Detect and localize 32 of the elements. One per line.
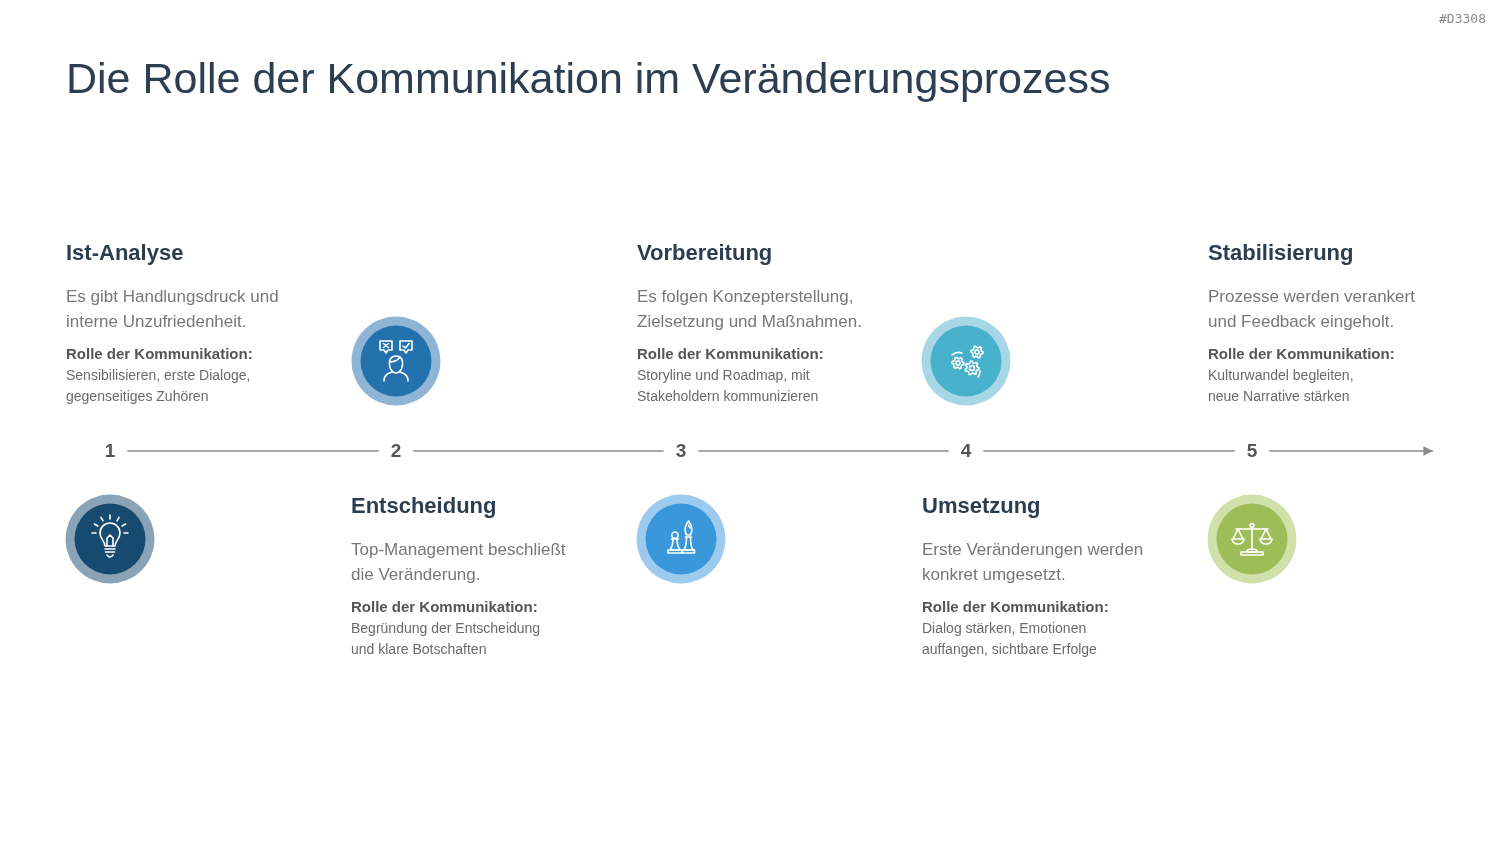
role-text: Dialog stärken, Emotionen auffangen, sichtbare Erfolge: [922, 619, 1098, 659]
reference-code: #D3308: [1439, 11, 1486, 27]
step-number: 1: [104, 441, 116, 461]
step-heading: Vorbereitung: [637, 240, 773, 266]
step-description: Es gibt Handlungsdruck und interne Unzufriedenheit.: [66, 286, 280, 333]
role-label: Rolle der Kommunikation:: [922, 597, 1109, 617]
step-number: 2: [390, 441, 402, 461]
role-label: Rolle der Kommunikation:: [66, 344, 253, 364]
step-heading: Stabilisierung: [1208, 240, 1354, 266]
connector-line: [697, 450, 950, 452]
role-text: Kulturwandel begleiten, neue Narrative stärken: [1208, 366, 1355, 406]
step-description: Erste Veränderungen werden konkret umgesetzt.: [922, 539, 1145, 586]
step-description: Es folgen Konzepterstellung, Zielsetzung und Maßnahmen.: [637, 286, 863, 333]
step-number: 3: [675, 441, 687, 461]
role-label: Rolle der Kommunikation:: [351, 597, 538, 617]
step-description: Prozesse werden verankert und Feedback eingeholt.: [1208, 286, 1416, 333]
role-text: Storyline und Roadmap, mit Stakeholdern kommunizieren: [637, 366, 820, 406]
arrow: [1268, 446, 1434, 456]
role-label: Rolle der Kommunikation:: [1208, 344, 1395, 364]
step-number: 5: [1246, 441, 1258, 461]
step-number: 4: [960, 441, 972, 461]
connector-line: [126, 450, 380, 452]
step-description: Top-Management beschließt die Veränderung.: [351, 539, 567, 586]
connector-line: [412, 450, 665, 452]
slide-title: Die Rolle der Kommunikation im Veränderungsprozess: [66, 53, 1111, 104]
role-text: Sensibilisieren, erste Dialoge, gegenseitiges Zuhören: [66, 366, 252, 406]
step-heading: Ist-Analyse: [66, 240, 184, 266]
step-heading: Entscheidung: [351, 493, 497, 519]
step-heading: Umsetzung: [922, 493, 1041, 519]
connector-line: [982, 450, 1236, 452]
role-text: Begründung der Entscheidung und klare Botschaften: [351, 619, 542, 659]
role-label: Rolle der Kommunikation:: [637, 344, 824, 364]
